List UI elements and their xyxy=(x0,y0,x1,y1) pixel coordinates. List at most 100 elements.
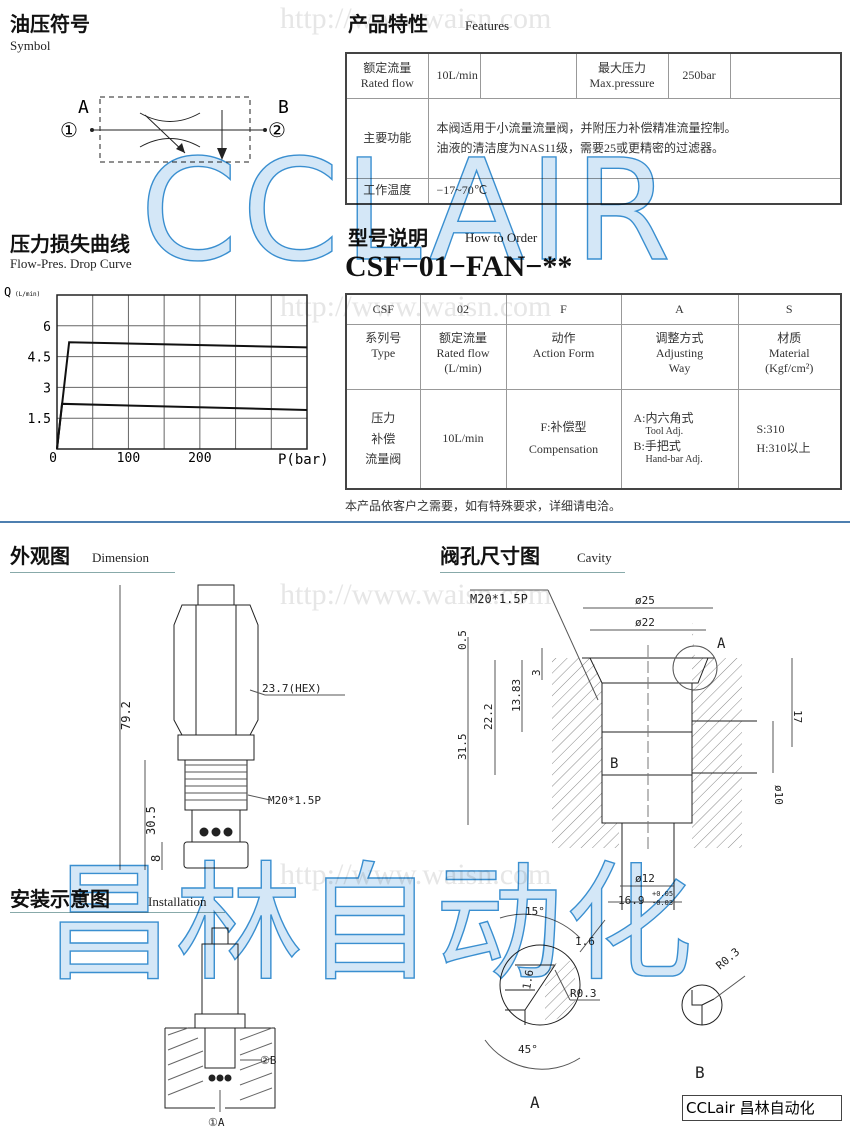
d22-label: ø22 xyxy=(635,616,655,629)
type-text: 补偿 xyxy=(371,431,396,446)
header-text: 动作 xyxy=(551,330,576,345)
angle-15-label: 15° xyxy=(525,905,545,918)
section-divider xyxy=(0,521,850,523)
point-a-label: A xyxy=(717,636,726,652)
footer-box xyxy=(682,1095,842,1121)
order-subtitle: How to Order xyxy=(465,230,538,245)
d25-label: ø25 xyxy=(635,594,655,607)
radius-a-label: R0.3 xyxy=(570,987,597,1000)
y-axis-label: Q xyxy=(4,285,11,299)
type-text: 压力 xyxy=(371,411,396,426)
radius-b-label: R0.3 xyxy=(714,945,743,972)
material-text: S:310 xyxy=(756,421,785,436)
port-b-label: B xyxy=(278,97,289,118)
h17-label: 17 xyxy=(791,710,804,723)
footer-brand-label: CCLair 昌林自动化 xyxy=(686,1099,815,1117)
cavity-drawing: M20*1.5P ø25 ø22 A B 0.5 3 13.83 22.2 31… xyxy=(456,589,804,1112)
bottom-length: 8 xyxy=(149,855,163,862)
header-text: Rated flow xyxy=(436,345,490,360)
x-tick-label: 200 xyxy=(188,451,211,466)
function-line-1: 本阀适用于小流量流量阀，并附压力补偿精准流量控制。 xyxy=(436,120,737,135)
adjust-text: Hand-bar Adj. xyxy=(645,453,703,465)
cavity-underline xyxy=(440,572,625,573)
max-pressure-value: 250bar xyxy=(667,52,731,99)
overall-length: 79.2 xyxy=(119,701,133,730)
thread-label: M20*1.5P xyxy=(268,794,321,807)
features-title: 产品特性 xyxy=(348,12,428,36)
header-text: Type xyxy=(371,345,396,360)
point-b-label: B xyxy=(610,756,618,772)
header-text: 系列号 xyxy=(365,330,402,345)
dimension-title: 外观图 xyxy=(10,544,70,568)
function-line-2: 油液的清洁度为NAS11级，需要25或更精密的过滤器。 xyxy=(436,141,725,155)
d12-label: ø12 xyxy=(635,872,655,885)
order-note: 本产品依客户之需要，如有特殊要求，详细请电洽。 xyxy=(345,499,622,513)
order-title: 型号说明 xyxy=(348,226,428,250)
d10-label: ø10 xyxy=(772,785,785,805)
header-text: 材质 xyxy=(777,330,802,345)
symbol-subtitle: Symbol xyxy=(10,38,51,53)
header-text: Material xyxy=(768,345,810,360)
header-text: Action Form xyxy=(532,345,595,360)
hydraulic-symbol: A B ① ② xyxy=(60,96,289,163)
adjust-text: Tool Adj. xyxy=(645,426,684,438)
h1383-label: 13.83 xyxy=(510,679,523,712)
features-subtitle: Features xyxy=(465,18,510,33)
plot-frame xyxy=(56,294,308,450)
port-2-label: ② xyxy=(268,118,286,142)
x-tick-label: 100 xyxy=(117,451,140,466)
port-b-label: ②B xyxy=(260,1054,277,1067)
detail-a-label: A xyxy=(530,1093,540,1112)
header-text: 调整方式 xyxy=(655,330,704,345)
cavity-title: 阀孔尺寸图 xyxy=(440,544,540,568)
tolerance-lower: -0.03 xyxy=(652,899,673,907)
temp-label: 工作温度 xyxy=(345,177,429,205)
port-a-label: A xyxy=(78,97,89,118)
max-pressure-label-en: Max.pressure xyxy=(589,75,655,90)
h222-label: 22.2 xyxy=(482,704,495,731)
flow-value: 10L/min xyxy=(419,388,507,490)
chamfer-1-6-label: 1.6 xyxy=(575,935,595,948)
function-label: 主要功能 xyxy=(345,97,429,179)
model-code: CSF−01−FAN−** xyxy=(345,250,573,283)
chamfer-1-6-label-2: 1.6 xyxy=(520,969,536,991)
series-line-upper xyxy=(56,341,308,450)
port-1-label: ① xyxy=(60,118,78,142)
header-text: (Kgf/cm²) xyxy=(765,360,814,375)
code-cell: CSF xyxy=(345,293,421,325)
adjust-text: A:内六角式 xyxy=(633,411,694,426)
temp-value: −17~70℃ xyxy=(427,177,842,205)
code-cell: 02 xyxy=(419,293,507,325)
code-cell: A xyxy=(620,293,739,325)
curve-subtitle: Flow-Pres. Drop Curve xyxy=(10,256,132,271)
type-text: 流量阀 xyxy=(365,451,402,466)
h315-label: 31.5 xyxy=(456,734,469,761)
y-tick-label: 1.5 xyxy=(28,412,51,427)
y-tick-label: 6 xyxy=(43,320,51,335)
installation-drawing: ②B ①A xyxy=(164,927,277,1129)
symbol-title: 油压符号 xyxy=(10,12,90,36)
angle-45-label: 45° xyxy=(518,1043,538,1056)
x-axis-label: P(bar) xyxy=(278,452,329,468)
installation-title: 安装示意图 xyxy=(10,887,110,911)
dimension-subtitle: Dimension xyxy=(92,550,150,565)
hex-label: 23.7(HEX) xyxy=(262,682,322,695)
installation-subtitle: Installation xyxy=(148,894,207,909)
y-axis-unit: (L/min) xyxy=(15,291,40,298)
action-text: F:补偿型 xyxy=(540,420,587,435)
header-text: (L/min) xyxy=(444,360,482,375)
tolerance-upper: +0.05 xyxy=(652,890,673,898)
header-text: Adjusting xyxy=(655,345,704,360)
thread-label: M20*1.5P xyxy=(470,592,528,606)
max-pressure-label: 最大压力 xyxy=(597,60,646,75)
detail-b-label: B xyxy=(695,1063,705,1082)
header-text: Way xyxy=(668,360,691,375)
series-line-lower xyxy=(56,402,308,450)
curve-title: 压力损失曲线 xyxy=(10,232,130,256)
adjust-text: B:手把式 xyxy=(633,438,681,453)
rated-flow-value: 10L/min xyxy=(427,52,481,99)
x-tick-label: 0 xyxy=(49,451,57,466)
code-cell: F xyxy=(505,293,622,325)
